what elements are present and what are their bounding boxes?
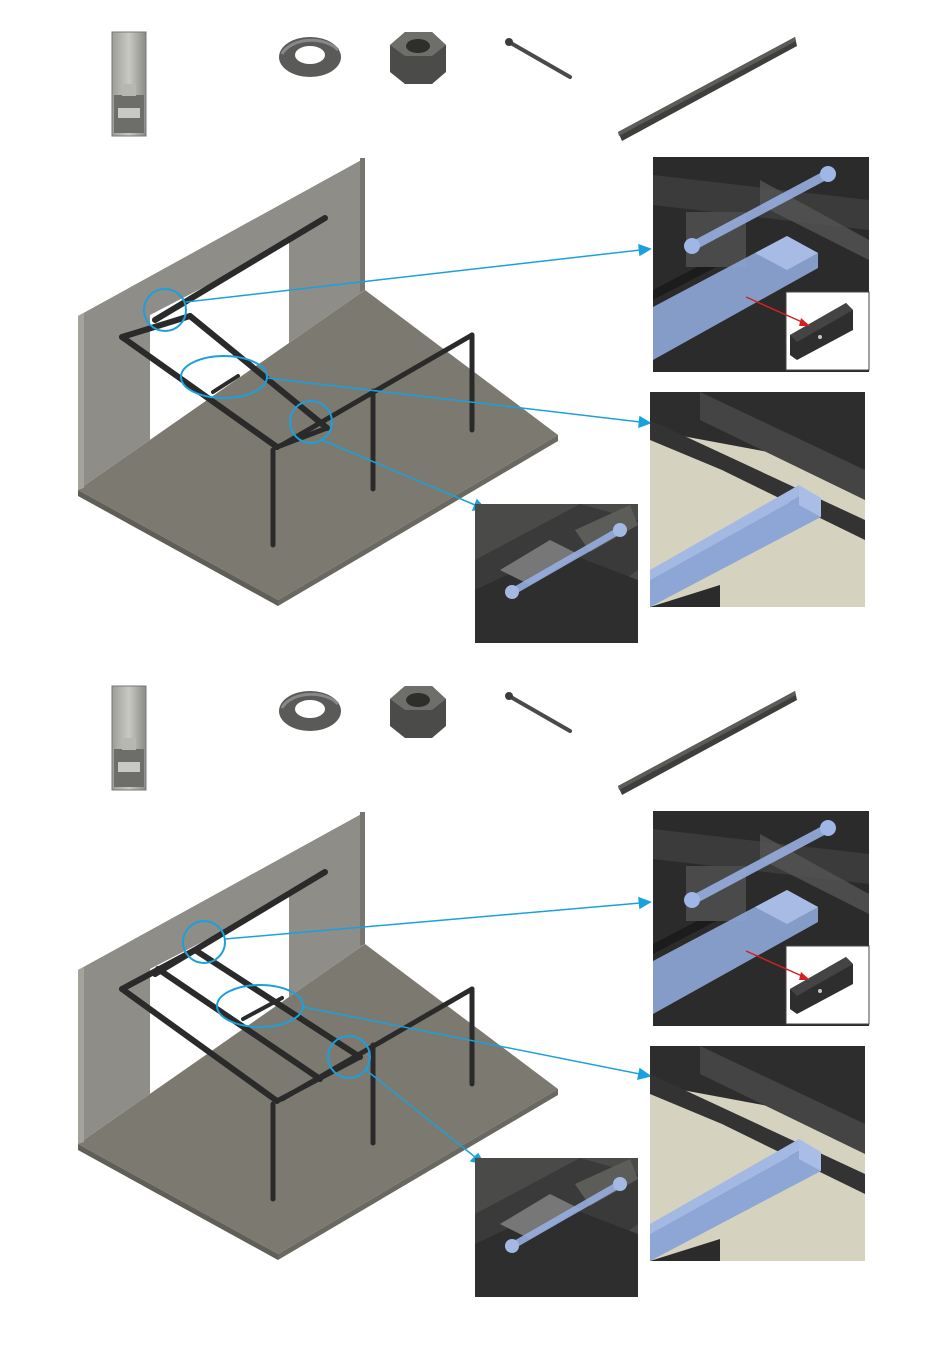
hex-nut-icon xyxy=(390,32,446,84)
detail-panel-rod-through-bracket xyxy=(653,157,869,372)
hex-nut-icon xyxy=(390,686,446,738)
detail-panel-bracket-with-bolt xyxy=(475,1158,638,1297)
long-rail-icon xyxy=(618,37,797,141)
threaded-rod-icon xyxy=(505,38,570,77)
parts-row xyxy=(112,32,797,141)
long-rail-icon xyxy=(618,691,797,795)
detail-panel-rod-through-bracket xyxy=(653,811,869,1026)
assembly-step-1 xyxy=(0,0,950,654)
lock-washer-icon xyxy=(279,691,341,731)
extrusion-profile-icon xyxy=(112,686,146,790)
detail-panel-beam-on-rail xyxy=(650,392,865,607)
assembly-step-2 xyxy=(0,654,950,1308)
step-2-illustration xyxy=(0,654,950,1308)
lock-washer-icon xyxy=(279,37,341,77)
detail-panel-bracket-with-bolt xyxy=(475,504,638,643)
parts-row xyxy=(112,686,797,795)
step-1-illustration xyxy=(0,0,950,654)
detail-panel-beam-on-rail xyxy=(650,1046,865,1261)
threaded-rod-icon xyxy=(505,692,570,731)
extrusion-profile-icon xyxy=(112,32,146,136)
